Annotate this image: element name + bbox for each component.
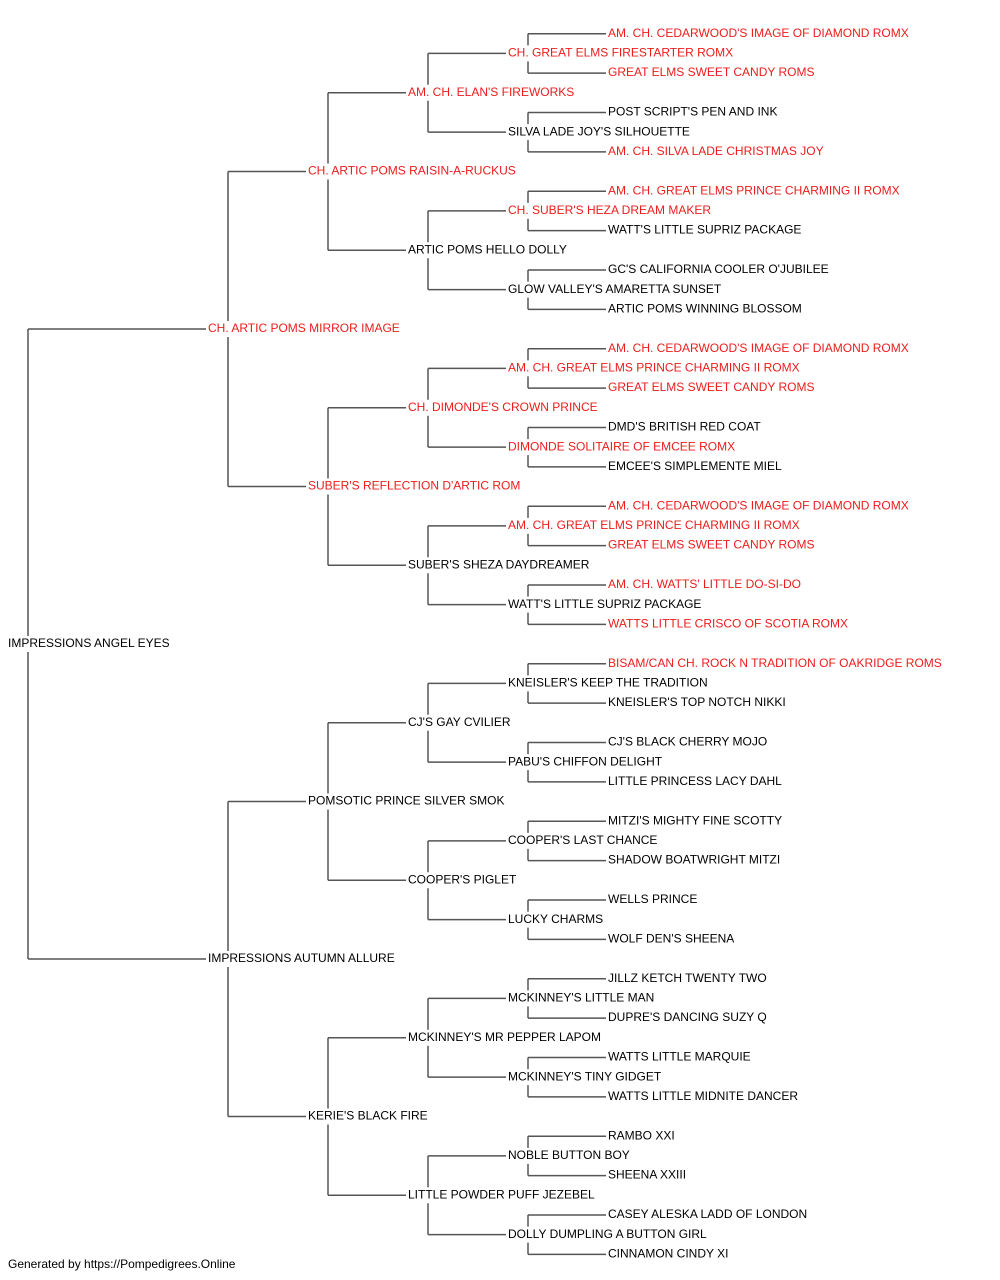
pedigree-name-tree.sire.dam.dam.sire: AM. CH. GREAT ELMS PRINCE CHARMING II RO… (508, 518, 800, 532)
pedigree-name-tree.dam.dam: KERIE'S BLACK FIRE (308, 1109, 428, 1123)
pedigree-name-tree.sire.dam.sire.sire.sire: AM. CH. CEDARWOOD'S IMAGE OF DIAMOND ROM… (608, 341, 909, 355)
pedigree-name-tree.dam.sire.dam: COOPER'S PIGLET (408, 872, 517, 886)
pedigree-name-tree.sire.sire.sire.sire.sire: AM. CH. CEDARWOOD'S IMAGE OF DIAMOND ROM… (608, 26, 909, 40)
pedigree-name-tree: IMPRESSIONS ANGEL EYES (8, 636, 170, 650)
pedigree-name-tree.dam.sire.sire.dam.sire: CJ'S BLACK CHERRY MOJO (608, 735, 767, 749)
pedigree-name-tree.sire.sire.sire.sire: CH. GREAT ELMS FIRESTARTER ROMX (508, 46, 733, 60)
pedigree-name-tree.dam.sire.sire.sire.dam: KNEISLER'S TOP NOTCH NIKKI (608, 695, 786, 709)
pedigree-name-tree.sire.dam.dam.sire.dam: GREAT ELMS SWEET CANDY ROMS (608, 538, 814, 552)
pedigree-name-tree.sire.sire.dam.dam.sire: GC'S CALIFORNIA COOLER O'JUBILEE (608, 262, 829, 276)
pedigree-name-tree.sire.sire.dam: ARTIC POMS HELLO DOLLY (408, 242, 567, 256)
pedigree-name-tree.dam.dam.dam.sire.dam: SHEENA XXIII (608, 1168, 686, 1182)
pedigree-name-tree.sire: CH. ARTIC POMS MIRROR IMAGE (208, 321, 400, 335)
pedigree-name-tree.dam.dam.dam.sire: NOBLE BUTTON BOY (508, 1148, 630, 1162)
pedigree-name-tree.dam.dam.dam: LITTLE POWDER PUFF JEZEBEL (408, 1187, 595, 1201)
pedigree-name-tree.sire.dam.sire.dam: DIMONDE SOLITAIRE OF EMCEE ROMX (508, 439, 735, 453)
pedigree-name-tree.dam.dam.dam.dam: DOLLY DUMPLING A BUTTON GIRL (508, 1227, 707, 1241)
generated-by-footer: Generated by https://Pompedigrees.Online (8, 1257, 236, 1271)
pedigree-name-tree.sire.sire.dam.sire.sire: AM. CH. GREAT ELMS PRINCE CHARMING II RO… (608, 183, 900, 197)
pedigree-name-tree.sire.dam.dam.dam.dam: WATTS LITTLE CRISCO OF SCOTIA ROMX (608, 616, 848, 630)
pedigree-name-tree.dam.sire.dam.sire.dam: SHADOW BOATWRIGHT MITZI (608, 853, 780, 867)
pedigree-name-tree.dam.sire.sire.dam.dam: LITTLE PRINCESS LACY DAHL (608, 774, 782, 788)
pedigree-name-tree.dam.dam.sire.dam.dam: WATTS LITTLE MIDNITE DANCER (608, 1089, 798, 1103)
pedigree-name-tree.dam.dam.sire.dam: MCKINNEY'S TINY GIDGET (508, 1069, 662, 1083)
pedigree-name-tree.dam.dam.dam.sire.sire: RAMBO XXI (608, 1128, 675, 1142)
pedigree-name-tree.sire.dam.sire.dam.sire: DMD'S BRITISH RED COAT (608, 420, 761, 434)
pedigree-name-tree.sire.dam: SUBER'S REFLECTION D'ARTIC ROM (308, 479, 520, 493)
pedigree-name-tree.sire.dam.dam.dam: WATT'S LITTLE SUPRIZ PACKAGE (508, 597, 701, 611)
pedigree-name-tree.sire.dam.dam.dam.sire: AM. CH. WATTS' LITTLE DO-SI-DO (608, 577, 801, 591)
pedigree-name-tree.dam.sire.sire: CJ'S GAY CVILIER (408, 715, 511, 729)
pedigree-name-tree.dam.dam.sire.sire: MCKINNEY'S LITTLE MAN (508, 991, 654, 1005)
pedigree-name-tree.dam.sire.dam.dam.sire: WELLS PRINCE (608, 892, 697, 906)
pedigree-name-tree.sire.sire.dam.dam.dam: ARTIC POMS WINNING BLOSSOM (608, 301, 802, 315)
pedigree-name-tree.dam.sire.dam.sire: COOPER'S LAST CHANCE (508, 833, 657, 847)
pedigree-name-tree.sire.sire.dam.dam: GLOW VALLEY'S AMARETTA SUNSET (508, 282, 722, 296)
pedigree-name-tree.dam: IMPRESSIONS AUTUMN ALLURE (208, 951, 395, 965)
pedigree-name-tree.dam.sire.dam.sire.sire: MITZI'S MIGHTY FINE SCOTTY (608, 813, 782, 827)
pedigree-name-tree.dam.dam.dam.dam.dam: CINNAMON CINDY XI (608, 1246, 728, 1260)
pedigree-name-tree.dam.dam.dam.dam.sire: CASEY ALESKA LADD OF LONDON (608, 1207, 807, 1221)
pedigree-name-tree.sire.sire.sire.sire.dam: GREAT ELMS SWEET CANDY ROMS (608, 65, 814, 79)
pedigree-name-tree.dam.sire.sire.sire.sire: BISAM/CAN CH. ROCK N TRADITION OF OAKRID… (608, 656, 942, 670)
pedigree-name-tree.sire.dam.sire.sire.dam: GREAT ELMS SWEET CANDY ROMS (608, 380, 814, 394)
pedigree-name-tree.dam.sire.sire.sire: KNEISLER'S KEEP THE TRADITION (508, 676, 708, 690)
pedigree-name-tree.sire.sire.sire.dam: SILVA LADE JOY'S SILHOUETTE (508, 124, 690, 138)
pedigree-name-tree.sire.sire.sire: AM. CH. ELAN'S FIREWORKS (408, 85, 574, 99)
pedigree-name-tree.sire.dam.sire: CH. DIMONDE'S CROWN PRINCE (408, 400, 598, 414)
pedigree-name-tree.dam.sire.sire.dam: PABU'S CHIFFON DELIGHT (508, 754, 663, 768)
pedigree-name-tree.dam.dam.sire.sire.dam: DUPRE'S DANCING SUZY Q (608, 1010, 767, 1024)
pedigree-name-tree.sire.dam.sire.dam.dam: EMCEE'S SIMPLEMENTE MIEL (608, 459, 782, 473)
pedigree-name-tree.dam.sire: POMSOTIC PRINCE SILVER SMOK (308, 794, 504, 808)
pedigree-name-tree.dam.sire.dam.dam: LUCKY CHARMS (508, 912, 603, 926)
pedigree-name-tree.sire.dam.sire.sire: AM. CH. GREAT ELMS PRINCE CHARMING II RO… (508, 361, 800, 375)
pedigree-name-tree.sire.dam.dam: SUBER'S SHEZA DAYDREAMER (408, 557, 590, 571)
pedigree-name-tree.dam.dam.sire.dam.sire: WATTS LITTLE MARQUIE (608, 1050, 751, 1064)
pedigree-name-tree.dam.sire.dam.dam.dam: WOLF DEN'S SHEENA (608, 931, 734, 945)
pedigree-name-tree.sire.sire.sire.dam.dam: AM. CH. SILVA LADE CHRISTMAS JOY (608, 144, 824, 158)
pedigree-name-tree.dam.dam.sire.sire.sire: JILLZ KETCH TWENTY TWO (608, 971, 767, 985)
pedigree-name-tree.sire.sire.dam.sire: CH. SUBER'S HEZA DREAM MAKER (508, 203, 711, 217)
pedigree-name-tree.sire.dam.dam.sire.sire: AM. CH. CEDARWOOD'S IMAGE OF DIAMOND ROM… (608, 498, 909, 512)
pedigree-name-tree.sire.sire.sire.dam.sire: POST SCRIPT'S PEN AND INK (608, 105, 777, 119)
pedigree-name-tree.sire.sire: CH. ARTIC POMS RAISIN-A-RUCKUS (308, 164, 516, 178)
pedigree-name-tree.dam.dam.sire: MCKINNEY'S MR PEPPER LAPOM (408, 1030, 601, 1044)
pedigree-name-tree.sire.sire.dam.sire.dam: WATT'S LITTLE SUPRIZ PACKAGE (608, 223, 801, 237)
